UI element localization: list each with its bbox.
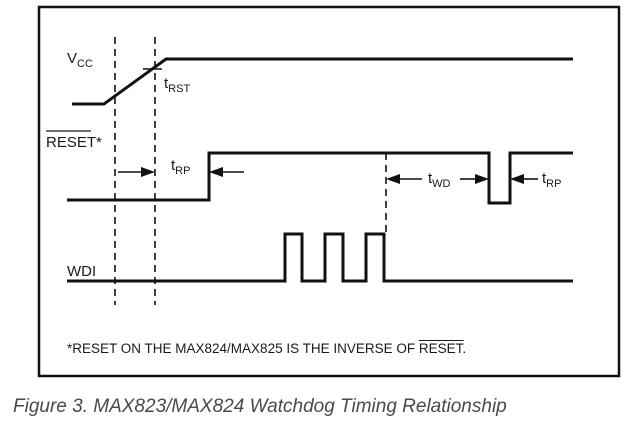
t-rp-arrowhead-left <box>141 167 155 177</box>
t-rp-2-arrowhead <box>510 174 524 184</box>
wdi-waveform <box>67 232 573 283</box>
footnote-text: *RESET ON THE MAX824/MAX825 IS THE INVER… <box>67 341 466 356</box>
t-rp-label: tRP <box>171 157 190 177</box>
vcc-waveform <box>72 57 573 106</box>
reset-label: RESET* <box>46 134 102 151</box>
t-rp-arrowhead-right <box>209 167 223 177</box>
figure-caption: Figure 3. MAX823/MAX824 Watchdog Timing … <box>13 396 507 417</box>
vcc-label: VCC <box>67 50 93 70</box>
t-wd-arrowhead-left <box>386 174 400 184</box>
t-wd-label: tWD <box>428 170 451 190</box>
t-rp-2-label: tRP <box>542 170 561 190</box>
t-rst-label: tRST <box>164 75 190 95</box>
reset-waveform <box>67 151 573 205</box>
wdi-label: WDI <box>67 263 96 280</box>
diagram-frame <box>37 5 621 378</box>
t-wd-arrowhead-right <box>475 174 489 184</box>
